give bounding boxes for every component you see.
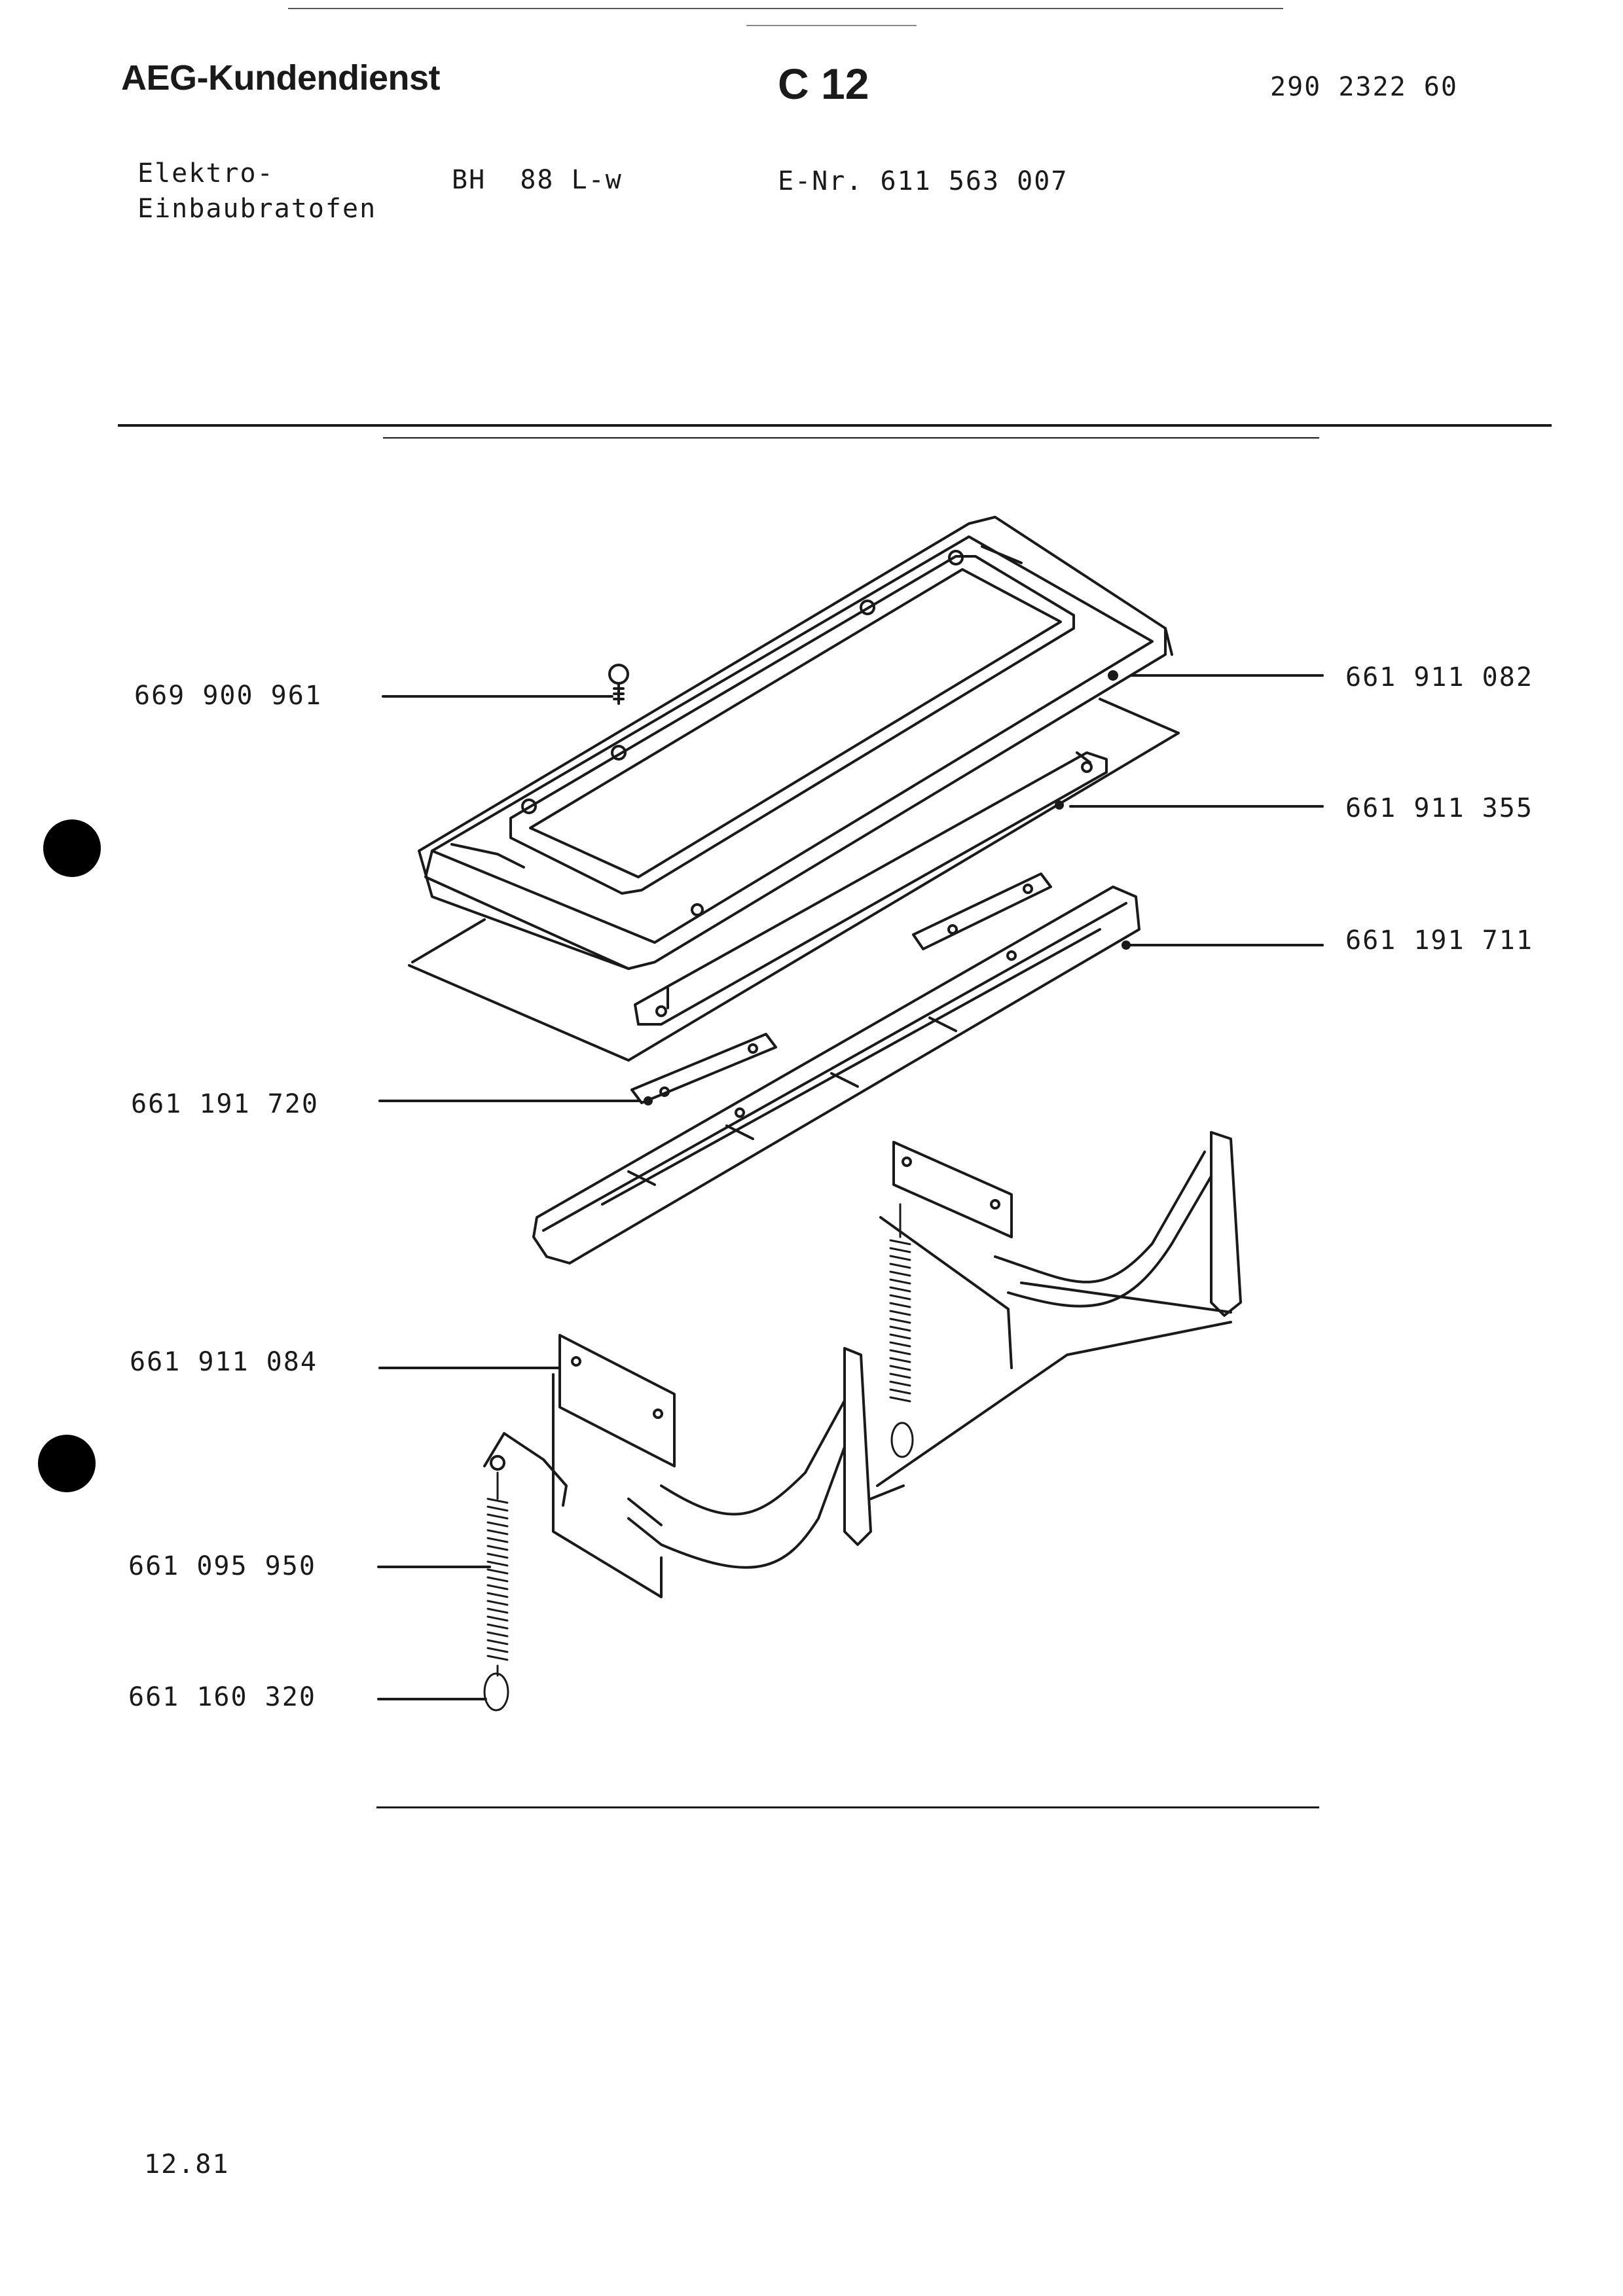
hinge-bar — [532, 886, 1140, 1265]
door-panel — [418, 516, 1173, 970]
product-category-line1: Elektro- — [137, 158, 274, 188]
bracket-upper — [912, 872, 1052, 950]
part-number-hook: 661 160 320 — [128, 1682, 316, 1712]
part-number-hinge-bar: 661 191 711 — [1345, 925, 1533, 956]
document-number: 290 2322 60 — [1270, 72, 1458, 102]
part-number-spring: 661 095 950 — [128, 1551, 316, 1581]
leader-lines — [377, 674, 1324, 1700]
punch-hole-mark-lower — [38, 1435, 96, 1492]
hinge-right — [876, 1131, 1242, 1487]
spring-right — [889, 1203, 914, 1458]
spring-left — [483, 1471, 509, 1712]
hinge-left — [483, 1334, 905, 1598]
punch-hole-mark-upper — [43, 819, 101, 877]
part-number-door-panel: 661 911 082 — [1345, 662, 1533, 692]
door-rail — [634, 751, 1108, 1026]
product-category-line2: Einbaubratofen — [137, 194, 377, 224]
top-scan-line — [288, 8, 1283, 9]
bracket-lower — [630, 1033, 777, 1105]
part-number-door-rail: 661 911 355 — [1345, 793, 1533, 823]
screw-part — [608, 664, 629, 705]
print-date: 12.81 — [144, 2149, 230, 2179]
top-scan-line-2 — [746, 25, 917, 26]
section-code: C 12 — [778, 60, 869, 108]
brand-title: AEG-Kundendienst — [121, 58, 441, 98]
separator-rule-bottom — [376, 1806, 1319, 1808]
glass-plate — [408, 698, 1180, 1062]
part-number-screw: 669 900 961 — [134, 681, 322, 711]
e-number: E-Nr. 611 563 007 — [778, 166, 1068, 196]
part-number-bracket-small: 661 191 720 — [131, 1089, 319, 1119]
model-number: BH 88 L-w — [452, 165, 623, 195]
part-number-hinge: 661 911 084 — [130, 1347, 318, 1377]
separator-rule-top-inner — [383, 437, 1319, 439]
separator-rule-top — [118, 424, 1552, 427]
